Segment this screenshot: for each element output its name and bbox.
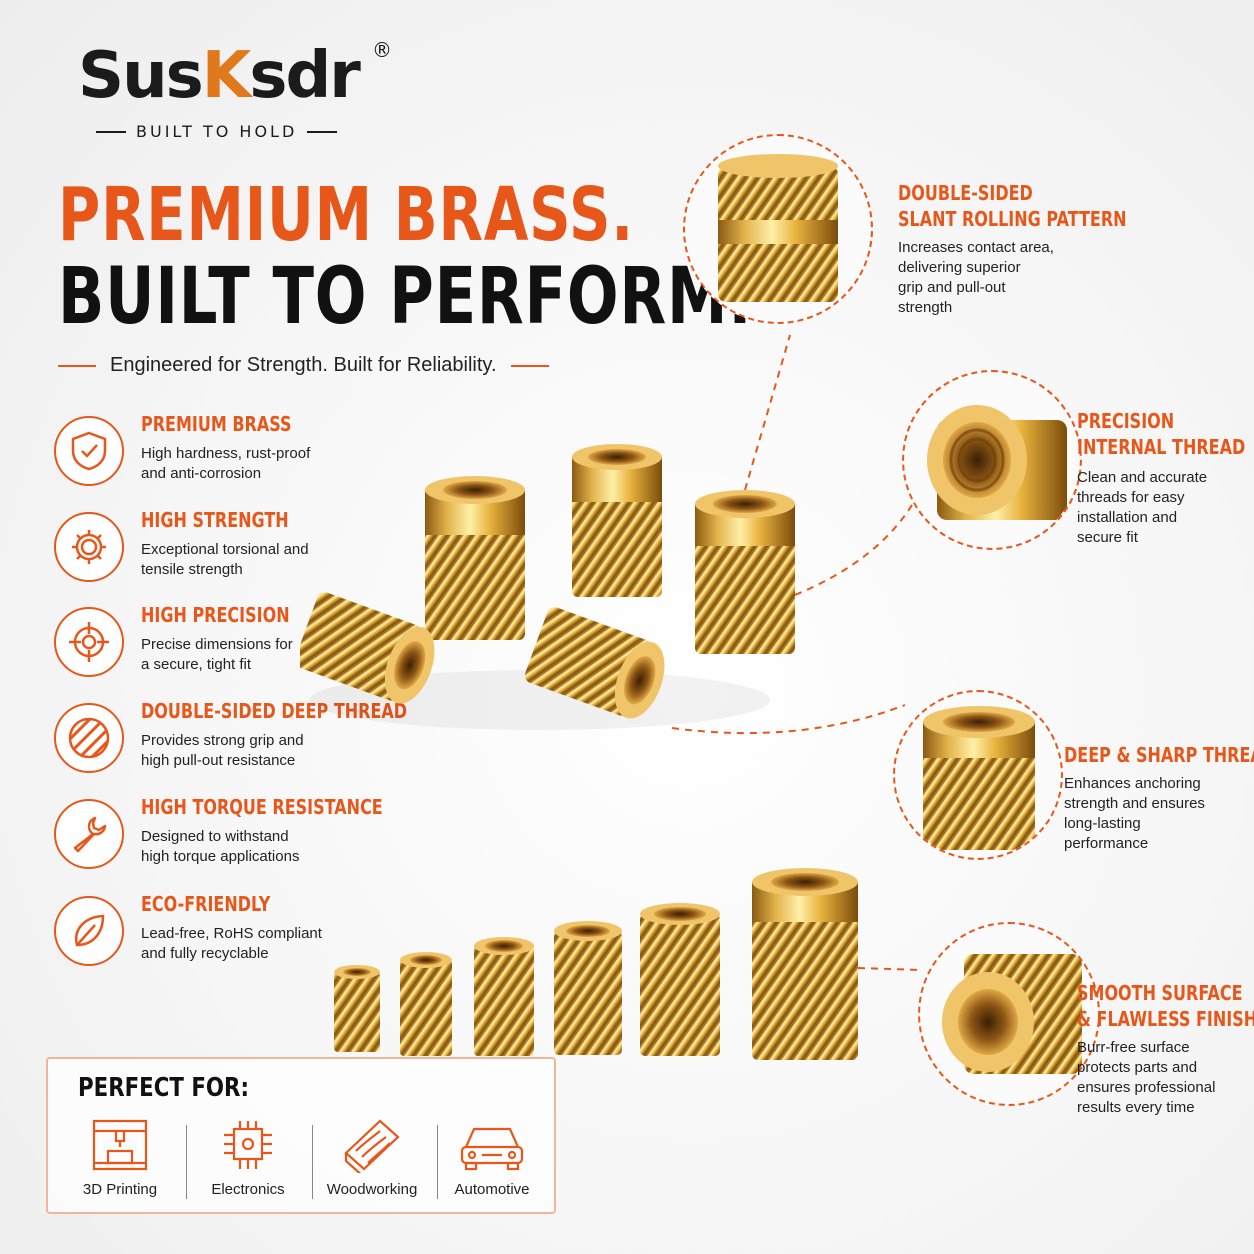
callout-inset-internal-thread [902,370,1082,550]
3d-printer-icon [92,1119,148,1171]
callout-text-smooth-finish: SMOOTH SURFACE & FLAWLESS FINISH Burr-fr… [1077,980,1254,1118]
callout-text-slant-pattern: DOUBLE-SIDED SLANT ROLLING PATTERN Incre… [898,180,1228,318]
tagline-rule-right [307,130,338,133]
brand-tagline: BUILT TO HOLD [96,122,338,141]
use-case-electronics: Electronics [186,1117,310,1203]
feature-title: ECO-FRIENDLY [141,892,271,916]
logo-accent-letter: K [201,39,252,113]
insert-size-lineup [334,868,858,1060]
feature-title: HIGH STRENGTH [141,508,289,532]
use-case-3d-printing: 3D Printing [58,1117,182,1203]
insert-size-2 [400,952,452,1056]
subline-rule-right [510,364,549,367]
perfect-for-title: PERFECT FOR: [78,1073,249,1103]
divider [312,1125,313,1199]
feature-high-torque-resistance: HIGH TORQUE RESISTANCE Designed to withs… [54,795,394,875]
insert-size-6 [752,868,858,1060]
brand-logo: SusKsdr [78,44,361,108]
insert-size-4 [554,921,622,1055]
divider [437,1125,438,1199]
headline-subline: Engineered for Strength. Built for Relia… [58,354,549,377]
perfect-for-panel: PERFECT FOR: 3D Printing Electronics Woo… [46,1057,556,1214]
callout-title: DEEP & SHARP THREADS [1064,743,1254,767]
wood-plank-icon [344,1119,400,1173]
gear-icon [54,512,124,582]
insert-image [300,592,435,704]
callout-title: INTERNAL THREAD [1077,435,1246,459]
subline-rule-left [58,364,96,367]
use-case-label: Woodworking [326,1181,418,1198]
headline-line-1: PREMIUM BRASS. [58,172,635,258]
tagline-text: BUILT TO HOLD [136,122,298,141]
subline-text: Engineered for Strength. Built for Relia… [110,354,497,376]
callout-inset-deep-threads [893,690,1063,860]
insert-image [524,607,665,719]
feature-title: DOUBLE-SIDED DEEP THREAD [141,699,408,723]
shield-check-icon [54,416,124,486]
use-case-woodworking: Woodworking [310,1117,434,1203]
feature-title: HIGH PRECISION [141,603,290,627]
callout-inset-smooth-finish [918,922,1100,1106]
registered-mark: ® [372,38,392,62]
callout-inset-slant-pattern [683,134,873,324]
insert-size-5 [640,903,720,1056]
callout-text-deep-threads: DEEP & SHARP THREADS Enhances anchorings… [1064,742,1254,854]
callout-title: SLANT ROLLING PATTERN [898,207,1127,231]
headline-line-2: BUILT TO PERFORM. [58,252,753,342]
insert-image [425,476,525,640]
logo-text: SusKsdr [78,39,361,113]
callout-title: PRECISION [1077,409,1175,433]
use-case-label: Automotive [454,1181,530,1198]
insert-image [572,444,662,597]
callout-text-internal-thread: PRECISION INTERNAL THREAD Clean and accu… [1077,408,1253,548]
tagline-rule-left [96,130,126,133]
use-case-label: Electronics [211,1181,285,1198]
feature-title: HIGH TORQUE RESISTANCE [141,795,383,819]
crosshair-icon [54,607,124,677]
callout-title: SMOOTH SURFACE [1077,981,1243,1005]
feature-title: PREMIUM BRASS [141,412,292,436]
diagonal-stripes-icon [54,703,124,773]
leaf-icon [54,896,124,966]
brass-inserts-cluster [300,444,795,730]
callout-title: & FLAWLESS FINISH [1077,1007,1254,1031]
insert-size-1 [334,965,380,1052]
callout-desc: Increases contact area,delivering superi… [898,239,1054,316]
circuit-chip-icon [224,1121,272,1169]
use-case-label: 3D Printing [82,1181,158,1198]
wrench-icon [54,799,124,869]
insert-image [695,490,795,654]
car-icon [460,1127,524,1171]
divider [186,1125,187,1199]
insert-size-3 [474,937,534,1056]
feature-double-sided-deep-thread: DOUBLE-SIDED DEEP THREAD Provides strong… [54,699,407,779]
callout-title: DOUBLE-SIDED [898,181,1033,205]
use-case-automotive: Automotive [430,1117,554,1203]
